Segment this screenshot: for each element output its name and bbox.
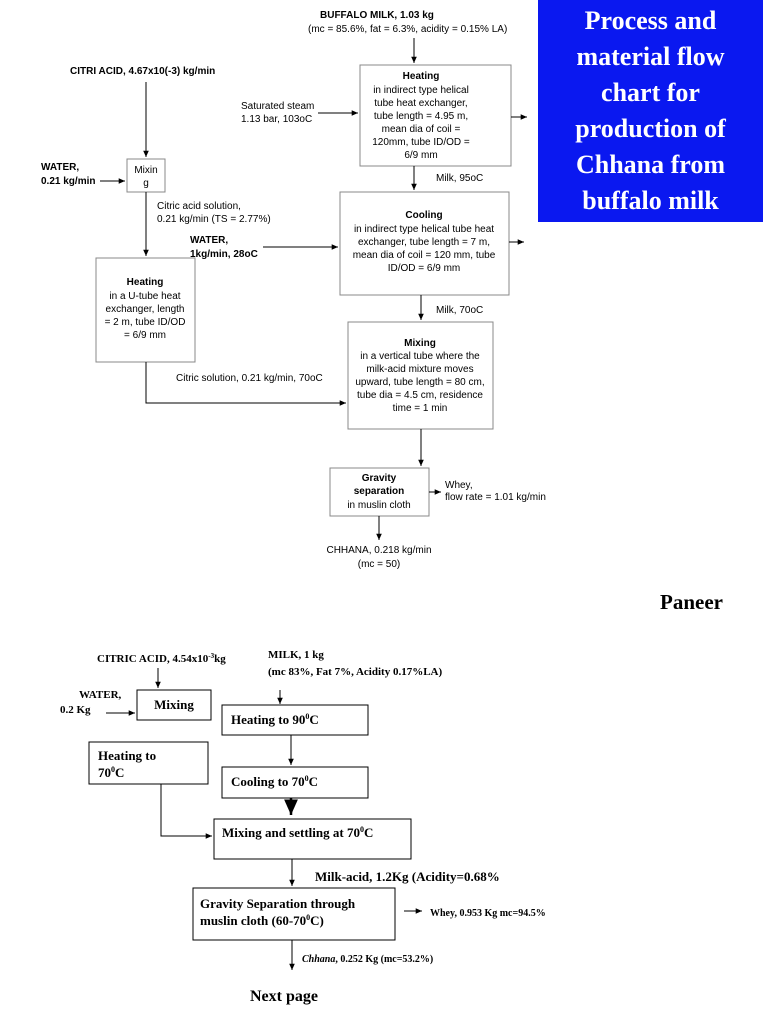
mixing2-title: Mixing <box>404 338 436 349</box>
gravity-title-2: separation <box>354 486 405 497</box>
cooling-desc-1: in indirect type helical tube heat <box>354 224 494 235</box>
heating2-desc-3: = 2 m, tube ID/OD <box>105 317 186 328</box>
heating-desc-6: 6/9 mm <box>404 150 437 161</box>
heating-box <box>359 64 512 167</box>
heating2-desc-4: = 6/9 mm <box>124 330 166 341</box>
water-label: WATER, <box>41 162 79 173</box>
mixing2-desc-1: in a vertical tube where the <box>360 351 480 362</box>
whey-rate: flow rate = 1.01 kg/min <box>445 492 546 503</box>
heating-title: Heating <box>403 71 440 82</box>
water-rate: 0.21 kg/min <box>41 176 95 187</box>
paneer-cooling-box <box>221 766 369 799</box>
paneer-heat2-mix-path <box>160 784 212 839</box>
citric-solution2-label: Citric solution, 0.21 kg/min, 70oC <box>176 373 323 384</box>
paneer-gravity-line2: muslin cloth (60-700C) <box>200 913 324 928</box>
heating2-desc-1: in a U-tube heat <box>109 291 180 302</box>
buffalo-milk-props: (mc = 85.6%, fat = 6.3%, acidity = 0.15%… <box>308 24 507 35</box>
water2-label: WATER, <box>190 235 228 246</box>
paneer-mixing-box <box>136 689 212 721</box>
cooling-desc-2: exchanger, tube length = 7 m, <box>358 237 490 248</box>
paneer-heating2-line1: Heating to <box>98 748 156 763</box>
gravity-desc: in muslin cloth <box>347 500 410 511</box>
water2-rate: 1kg/min, 28oC <box>190 249 258 260</box>
mixing-label-2: g <box>143 178 149 189</box>
paneer-milk-props: (mc 83%, Fat 7%, Acidity 0.17%LA) <box>268 666 442 678</box>
citric-solution-path <box>145 362 346 406</box>
heating-desc-5: 120mm, tube ID/OD = <box>372 137 470 148</box>
paneer-mixing-label: Mixing <box>154 697 194 712</box>
paneer-whey-label: Whey, 0.953 Kg mc=94.5% <box>430 908 546 919</box>
citric-acid-label: CITRI ACID, 4.67x10(-3) kg/min <box>70 66 215 77</box>
cooling-title: Cooling <box>405 210 442 221</box>
gravity-title-1: Gravity <box>362 473 397 484</box>
buffalo-milk-label: BUFFALO MILK, 1.03 kg <box>320 10 434 21</box>
whey-label: Whey, <box>445 480 473 491</box>
gravity-box <box>329 467 430 517</box>
heating-desc-3: tube length = 4.95 m, <box>374 111 468 122</box>
milk-95-label: Milk, 95oC <box>436 173 483 184</box>
paneer-heading: Paneer <box>660 590 723 614</box>
mixing-box <box>126 158 166 193</box>
chhana-out-label: CHHANA, 0.218 kg/min <box>326 545 431 556</box>
paneer-mixsettle-label: Mixing and settling at 700C <box>222 825 373 840</box>
heating-desc-4: mean dia of coil = <box>382 124 461 135</box>
paneer-heating2-box <box>88 741 209 785</box>
paneer-gravity-line1: Gravity Separation through <box>200 896 356 911</box>
mixing2-desc-3: upward, tube length = 80 cm, <box>355 377 484 388</box>
paneer-milk-label: MILK, 1 kg <box>268 649 324 661</box>
chhana-chart: BUFFALO MILK, 1.03 kg (mc = 85.6%, fat =… <box>41 10 546 570</box>
heating-desc-1: in indirect type helical <box>373 85 469 96</box>
mixing2-desc-4: tube dia = 4.5 cm, residence <box>357 390 483 401</box>
steam-label-2: 1.13 bar, 103oC <box>241 114 312 125</box>
paneer-water-label: WATER, <box>79 689 122 701</box>
cooling-box <box>339 191 510 296</box>
mixing2-desc-2: milk-acid mixture moves <box>366 364 473 375</box>
next-page-label[interactable]: Next page <box>250 988 318 1005</box>
mixing2-box <box>347 321 494 430</box>
heating2-title: Heating <box>127 277 164 288</box>
paneer-water-amt: 0.2 Kg <box>60 704 91 716</box>
heating-desc-2: tube heat exchanger, <box>374 98 467 109</box>
paneer-heating2-line2: 700C <box>98 765 124 780</box>
paneer-gravity-box <box>192 887 396 941</box>
title-box: Process and material flow chart for prod… <box>538 0 763 222</box>
paneer-milk-acid: Milk-acid, 1.2Kg (Acidity=0.68% <box>315 869 500 884</box>
steam-label-1: Saturated steam <box>241 101 314 112</box>
chhana-out-mc: (mc = 50) <box>358 559 401 570</box>
paneer-heating-box <box>221 704 369 736</box>
paneer-heating-label: Heating to 900C <box>231 712 319 727</box>
citric-solution-1: Citric acid solution, <box>157 201 241 212</box>
mixing2-desc-5: time = 1 min <box>393 403 448 414</box>
paneer-cooling-label: Cooling to 700C <box>231 774 318 789</box>
heating2-desc-2: exchanger, length <box>106 304 185 315</box>
paneer-citric-acid: CITRIC ACID, 4.54x10-3kg <box>97 652 226 665</box>
heating2-box <box>95 257 196 363</box>
citric-solution-2: 0.21 kg/min (TS = 2.77%) <box>157 214 271 225</box>
page-title: Process and material flow chart for prod… <box>575 6 726 215</box>
paneer-mixsettle-box <box>213 818 412 860</box>
cooling-desc-3: mean dia of coil = 120 mm, tube <box>353 250 496 261</box>
milk-70-label: Milk, 70oC <box>436 305 483 316</box>
cooling-desc-4: ID/OD = 6/9 mm <box>388 263 461 274</box>
paneer-chart: CITRIC ACID, 4.54x10-3kg MILK, 1 kg (mc … <box>60 649 546 1005</box>
paneer-chhana-label: Chhana, 0.252 Kg (mc=53.2%) <box>302 954 433 965</box>
mixing-label-1: Mixin <box>134 165 157 176</box>
